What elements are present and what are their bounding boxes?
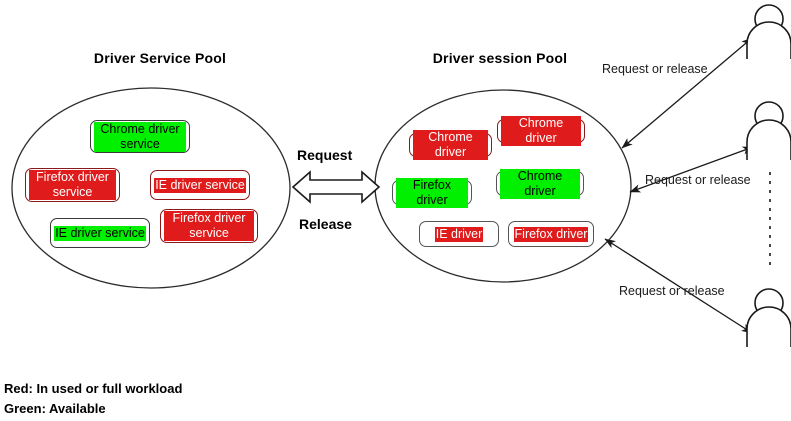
- client-person-icon-2: [746, 101, 791, 160]
- service-pool-node-firefox-1[interactable]: Firefox driver service: [25, 168, 120, 202]
- session-pool-node-chrome-3-label: Chrome driver: [500, 168, 580, 199]
- service-pool-node-ie-2-label: IE driver service: [54, 225, 146, 241]
- release-flow-label: Release: [299, 216, 352, 232]
- request-release-arrow: [291, 170, 381, 204]
- client-person-icon-1: [746, 4, 791, 59]
- session-pool-node-chrome-3[interactable]: Chrome driver: [496, 168, 584, 199]
- session-pool-title: Driver session Pool: [432, 50, 568, 66]
- session-pool-node-ie-1[interactable]: IE driver: [419, 221, 499, 247]
- legend-green-text: Green: Available: [4, 401, 106, 416]
- client-3-edge-label: Request or release: [619, 284, 725, 298]
- session-pool-node-chrome-2-label: Chrome driver: [501, 116, 581, 146]
- session-pool-node-chrome-2[interactable]: Chrome driver: [497, 116, 585, 146]
- service-pool-ellipse: [11, 87, 291, 289]
- session-pool-node-firefox-2[interactable]: Firefox driver: [508, 221, 594, 247]
- client-1-connector: [621, 37, 753, 149]
- client-3-connector: [604, 238, 753, 334]
- service-pool-node-chrome-1[interactable]: Chrome driver service: [90, 120, 190, 153]
- session-pool-node-firefox-1[interactable]: Firefox driver: [392, 177, 472, 208]
- service-pool-title: Driver Service Pool: [93, 50, 227, 66]
- service-pool-node-chrome-1-label: Chrome driver service: [94, 121, 186, 152]
- session-pool-node-chrome-1-label: Chrome driver: [413, 130, 488, 160]
- client-1-edge-label: Request or release: [602, 62, 708, 76]
- service-pool-node-ie-1-label: IE driver service: [154, 177, 246, 193]
- request-flow-label: Request: [297, 147, 353, 163]
- client-2-connector: [629, 146, 754, 193]
- client-person-icon-3: [746, 288, 791, 347]
- service-pool-node-firefox-1-label: Firefox driver service: [29, 170, 116, 200]
- session-pool-node-firefox-1-label: Firefox driver: [396, 177, 468, 208]
- service-pool-node-ie-1[interactable]: IE driver service: [150, 170, 250, 200]
- session-pool-node-chrome-1[interactable]: Chrome driver: [409, 130, 492, 160]
- client-2-edge-label: Request or release: [645, 173, 751, 187]
- service-pool-node-ie-2[interactable]: IE driver service: [50, 218, 150, 248]
- session-pool-node-ie-1-label: IE driver: [434, 226, 484, 242]
- legend-red-text: Red: In used or full workload: [4, 381, 183, 396]
- session-pool-node-firefox-2-label: Firefox driver: [513, 226, 589, 242]
- service-pool-node-firefox-2-label: Firefox driver service: [164, 211, 254, 241]
- service-pool-node-firefox-2[interactable]: Firefox driver service: [160, 209, 258, 243]
